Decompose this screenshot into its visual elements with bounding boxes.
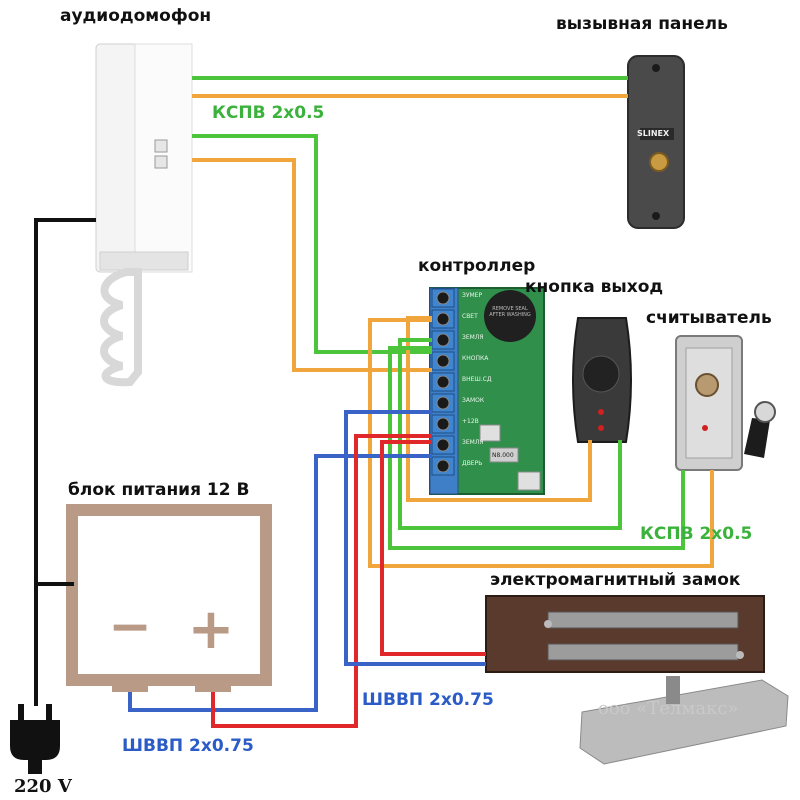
terminal-label: КНОПКА [462,355,489,362]
terminal-label: ЗУМЕР [462,292,483,299]
label-cable-shvvp-mid: ШВВП 2х0.75 [362,690,494,710]
wire-black-mains [34,218,96,706]
call-button-icon [649,152,669,172]
label-power-supply: блок питания 12 В [68,480,250,500]
call-panel-brand: SLINEX [637,129,670,138]
key-fob-icon [744,418,770,458]
handset-cord [100,268,142,387]
label-reader: считыватель [646,308,772,328]
watermark: ооо «Телмакс» [598,698,739,719]
psu-minus-symbol: − [108,597,152,657]
terminal-screw-icon [436,417,450,431]
terminal-screw-icon [436,291,450,305]
terminal-label: ЗЕМЛЯ [462,439,484,446]
label-cable-shvvp-bottom: ШВВП 2х0.75 [122,736,254,756]
terminal-screw-icon [436,396,450,410]
call-panel-device[interactable] [627,55,685,229]
label-cable-kspv-right: КСПВ 2х0.5 [640,524,753,544]
terminal-screw-icon [436,438,450,452]
buzzer-icon [484,290,536,342]
terminal-screw-icon [436,375,450,389]
wire-red-psu-controller [211,434,432,728]
wire-blue-controller-lock [344,410,486,666]
label-intercom: аудиодомофон [60,6,212,26]
armature-plate [579,679,789,765]
wire-layer [34,76,714,728]
label-mains-voltage: 220 V [14,776,72,797]
terminal-label: ЗЕМЛЯ [462,334,484,341]
controller-terminals [431,288,455,476]
buzzer-label: REMOVE SEAL AFTER WASHING [489,306,531,318]
psu-plus-symbol: + [188,597,235,662]
terminal-label: ДВЕРЬ [462,460,483,467]
label-exit-button: кнопка выход [525,277,664,297]
controller-chip-label: N8.000 [492,452,514,459]
terminal-screw-icon [436,354,450,368]
terminal-screw-icon [436,333,450,347]
label-cable-kspv-top: КСПВ 2х0.5 [212,103,325,123]
terminal-screw-icon [436,312,450,326]
exit-button-device[interactable] [572,317,632,443]
terminal-label: СВЕТ [462,313,478,320]
wire-green-reader-a [388,346,685,550]
mains-plug-icon [10,704,60,774]
wire-green-exit-b [398,338,622,530]
wire-red-controller-lock [380,440,486,656]
wire-orange-reader-b [368,318,714,568]
wire-orange-intercom-controller [192,158,432,372]
reader-device[interactable] [675,335,776,471]
terminal-label: ЗАМОК [462,397,485,404]
label-controller: контроллер [418,256,536,276]
terminal-screw-icon [436,459,450,473]
power-supply-device[interactable] [66,504,272,692]
lock-device[interactable] [485,595,789,765]
label-call-panel: вызывная панель [556,14,728,34]
wire-green-intercom-controller [192,134,432,354]
terminal-label: +12В [462,418,479,425]
terminal-label: ВНЕШ.СД [462,376,492,383]
label-lock: электромагнитный замок [490,570,741,590]
intercom-device[interactable] [95,43,193,387]
